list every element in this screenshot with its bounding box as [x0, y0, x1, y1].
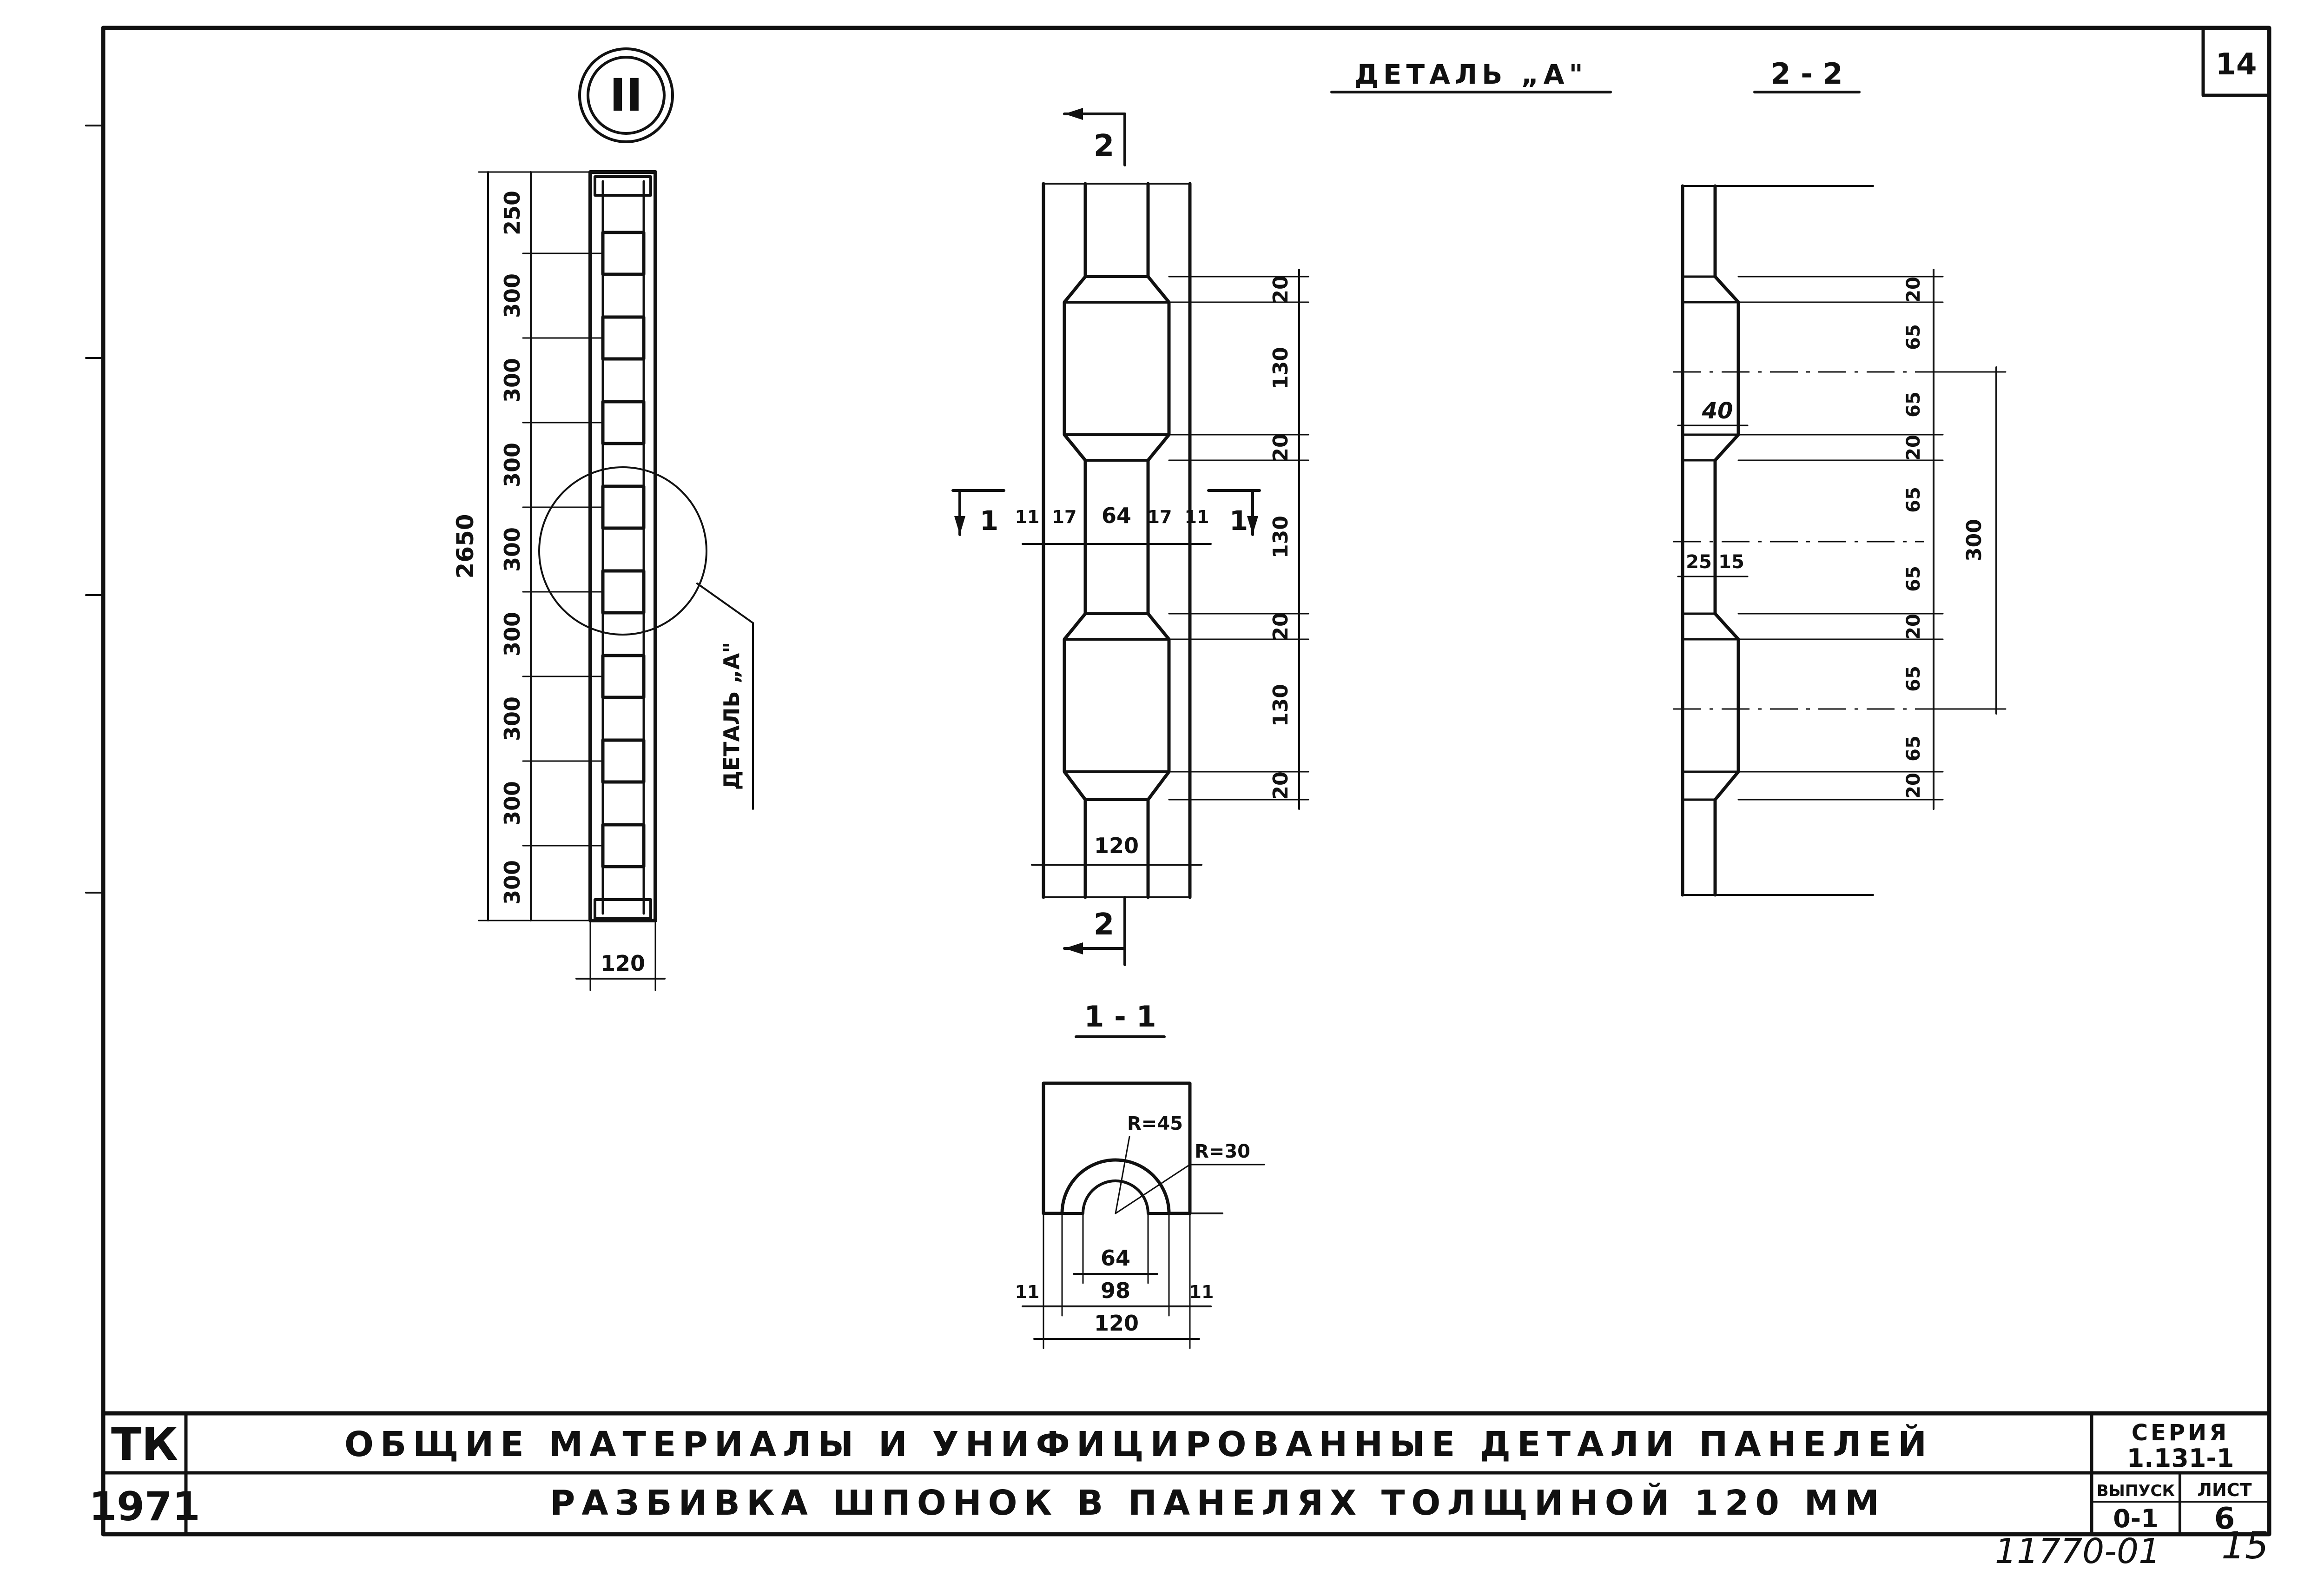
sheet-frame: [85, 26, 2271, 1537]
list-value: 6: [2214, 1502, 2235, 1536]
dim-s-65-4: 65: [1903, 566, 1924, 592]
dim-c-11-right: 11: [1189, 1282, 1214, 1302]
dim-step-7: 300: [500, 781, 525, 826]
detail-a-reference: ДЕТАЛЬ „А": [719, 642, 744, 790]
dim-step-2: 300: [500, 358, 525, 403]
dim-d-17-right: 17: [1148, 507, 1172, 527]
dim-s-65-6: 65: [1903, 735, 1924, 762]
list-label: ЛИСТ: [2197, 1480, 2251, 1500]
dim-panel-width: 120: [601, 951, 645, 976]
title-line-1: ОБЩИЕ МАТЕРИАЛЫ И УНИФИЦИРОВАННЫЕ ДЕТАЛИ…: [344, 1424, 1933, 1464]
dim-c-120: 120: [1094, 1311, 1139, 1336]
dim-s-40: 40: [1702, 398, 1733, 424]
dim-step-5: 300: [500, 612, 525, 656]
key-blocks: [601, 231, 646, 868]
sheet-number: 14: [2215, 47, 2257, 82]
series-value: 1.131-1: [2127, 1444, 2234, 1473]
dim-s-65-2: 65: [1903, 391, 1924, 417]
dim-d-130-3: 130: [1269, 684, 1293, 727]
dim-d-20-2: 20: [1269, 433, 1293, 462]
cut-mark-2-bottom: 2: [1094, 908, 1115, 942]
dim-d-130-1: 130: [1269, 347, 1293, 390]
cut-mark-2-top: 2: [1094, 129, 1115, 163]
dim-s-65-1: 65: [1903, 324, 1924, 350]
dim-c-98: 98: [1101, 1278, 1130, 1303]
section-2-2-view: [1673, 91, 2007, 897]
panel-elevation: [478, 47, 754, 991]
dim-s-20-4: 20: [1903, 773, 1924, 799]
dim-s-300: 300: [1962, 519, 1986, 562]
dim-s-65-3: 65: [1903, 487, 1924, 513]
detail-a-title: ДЕТАЛЬ „А": [1354, 59, 1588, 90]
issue-label: ВЫПУСК: [2097, 1482, 2175, 1500]
dim-s-65-5: 65: [1903, 666, 1924, 692]
dim-step-3: 300: [500, 443, 525, 487]
dim-panel-total: 2650: [452, 514, 479, 578]
dim-step-4: 300: [500, 527, 525, 572]
org-year: 1971: [89, 1484, 200, 1530]
dim-panel-top: 250: [500, 191, 525, 235]
dim-step-8: 300: [500, 860, 525, 905]
dim-s-20-3: 20: [1903, 614, 1924, 640]
type-mark: II: [609, 69, 642, 121]
dim-d-20-3: 20: [1269, 612, 1293, 641]
section-1-1-view: [1022, 1035, 1265, 1349]
cut-mark-1-left: 1: [980, 505, 998, 537]
dim-d-17-left: 17: [1052, 507, 1077, 527]
dim-step-1: 300: [500, 273, 525, 318]
dim-s-25: 25: [1686, 551, 1712, 573]
dim-step-6: 300: [500, 696, 525, 741]
dim-d-64: 64: [1102, 503, 1131, 528]
cut-mark-1-right: 1: [1229, 505, 1248, 537]
org-code: ТК: [111, 1418, 178, 1471]
dim-d-130-2: 130: [1269, 516, 1293, 558]
title-line-2: РАЗБИВКА ШПОНОК В ПАНЕЛЯХ ТОЛЩИНОЙ 120 М…: [550, 1482, 1886, 1523]
radius-30-label: R=30: [1195, 1141, 1250, 1162]
section-1-1-title: 1 - 1: [1084, 1000, 1156, 1033]
dim-d-11-right: 11: [1185, 507, 1209, 527]
dim-s-15: 15: [1718, 551, 1744, 573]
dim-s-20-2: 20: [1903, 435, 1924, 461]
dim-s-20-1: 20: [1903, 277, 1924, 303]
dim-d-11-left: 11: [1015, 507, 1040, 527]
detail-a-view: [951, 91, 1612, 966]
dim-d-120: 120: [1094, 833, 1139, 858]
dim-d-20-1: 20: [1269, 275, 1293, 304]
radius-45-label: R=45: [1127, 1113, 1183, 1134]
dim-c-64: 64: [1101, 1245, 1130, 1271]
dim-c-11-left: 11: [1015, 1282, 1040, 1302]
series-label: СЕРИЯ: [2132, 1420, 2229, 1446]
issue-value: 0-1: [2113, 1504, 2159, 1533]
dim-d-20-4: 20: [1269, 771, 1293, 800]
section-2-2-title: 2 - 2: [1770, 57, 1842, 91]
page-mark: 15: [2221, 1524, 2269, 1567]
document-code: 11770-01: [1995, 1531, 2160, 1570]
